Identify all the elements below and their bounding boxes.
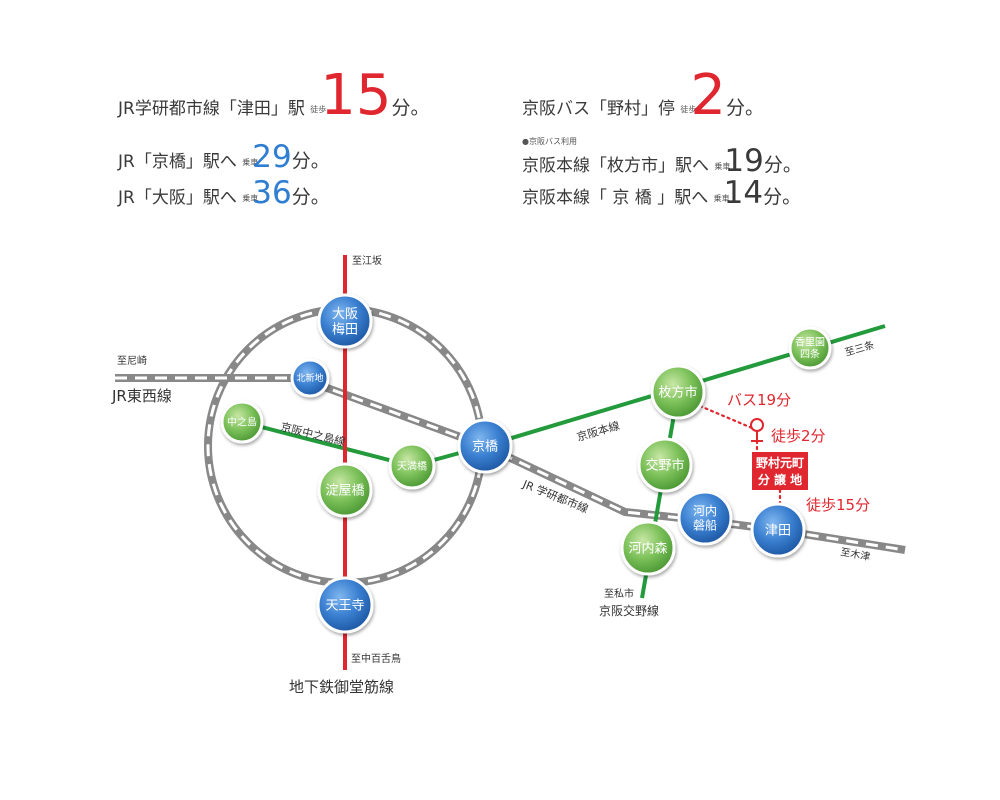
station-marker: [677, 490, 733, 546]
access-time: 15: [320, 63, 392, 128]
site-label-line2: 分 譲 地: [758, 472, 802, 487]
access-note: 乗車: [242, 193, 259, 203]
access-note: 徒歩: [680, 104, 697, 114]
line-label-keihan-nakanoshima: 京阪中之島線: [279, 419, 346, 449]
station-kawachimori: 河内森: [620, 520, 676, 576]
station-name: 大阪: [332, 307, 358, 322]
access-unit: 分。: [291, 150, 330, 172]
station-marker: [317, 293, 373, 349]
station-marker: [457, 418, 513, 474]
station-name: 天王寺: [325, 599, 364, 614]
station-name: 河内森: [628, 541, 667, 557]
station-name: 交野市: [645, 458, 684, 474]
station-nakanoshima: 中之島: [220, 400, 264, 444]
stations: 大阪梅田北新地中之島天満橋淀屋橋京橋天王寺枚方市香里園四条交野市河内磐船河内森津…: [220, 293, 832, 634]
site-label-line1: 野村元町: [756, 455, 804, 470]
station-name: 津田: [765, 524, 791, 539]
station-kitashinchi: 北新地: [290, 358, 330, 398]
station-name: 京橋: [472, 440, 498, 455]
station-hirakatashi: 枚方市: [650, 364, 706, 420]
station-katanoshi: 交野市: [637, 437, 693, 493]
access-sub-right-1: 京阪本線「枚方市」駅へ 乗車19分。: [522, 146, 802, 177]
station-name: 淀屋橋: [325, 484, 364, 499]
access-note: 乗車: [242, 157, 259, 167]
access-unit: 分。: [763, 186, 802, 208]
access-unit: 分。: [291, 186, 330, 208]
site-box: 野村元町 分 譲 地: [752, 452, 808, 490]
access-time: 36: [252, 175, 292, 211]
station-name: 香里園: [795, 337, 825, 349]
access-text: JR「京橋」駅へ: [118, 152, 237, 172]
access-time: 19: [724, 143, 764, 179]
access-unit: 分。: [763, 154, 802, 176]
station-name: 天満橋: [397, 460, 427, 473]
station-name: 磐船: [693, 519, 717, 533]
access-unit: 分。: [391, 97, 430, 119]
station-marker: [316, 576, 374, 634]
station-name: 四条: [800, 348, 820, 361]
route-bus-label: バス19分: [727, 391, 791, 409]
station-marker: [750, 502, 806, 558]
access-unit: 分。: [726, 97, 765, 119]
station-marker: [650, 364, 706, 420]
station-name: 「津田」駅: [219, 99, 305, 119]
station-name: 北新地: [296, 372, 323, 384]
access-note: 乗車: [713, 193, 730, 203]
station-marker: [637, 437, 693, 493]
station-tsuda: 津田: [750, 502, 806, 558]
access-note: 徒歩: [310, 104, 327, 114]
line-name: 京阪バス: [522, 99, 590, 119]
station-name: 河内: [693, 504, 717, 518]
access-text: 京阪本線「枚方市」駅へ: [522, 156, 709, 176]
station-marker: [220, 400, 264, 444]
station-marker: [290, 358, 330, 398]
station-marker: [788, 326, 832, 370]
station-marker: [388, 442, 436, 490]
access-note: 乗車: [714, 161, 731, 171]
station-name: 「野村」停: [590, 99, 675, 119]
access-sub-left-2: JR「大阪」駅へ 乗車36分。: [118, 178, 330, 209]
line-label-keihan-main: 京阪本線: [575, 418, 621, 444]
access-main-right: 京阪バス「野村」停 徒歩2分。: [522, 68, 764, 124]
access-text: 京阪本線「 京 橋 」駅へ: [522, 188, 709, 208]
dir-to-esaka: 至江坂: [352, 255, 382, 267]
access-time: 29: [252, 139, 292, 175]
station-marker: [317, 462, 373, 518]
dir-to-amagasaki: 至尼崎: [117, 354, 147, 367]
station-name: 枚方市: [658, 385, 697, 401]
access-time: 2: [690, 63, 727, 128]
station-yodoyabashi: 淀屋橋: [317, 462, 373, 518]
line-label-jr-tozai: JR東西線: [111, 387, 172, 405]
access-time: 14: [723, 175, 764, 211]
station-name: 梅田: [332, 322, 358, 337]
access-sub-right-2: 京阪本線「 京 橋 」駅へ 乗車14分。: [522, 178, 801, 209]
route-walk15-label: 徒歩15分: [806, 496, 870, 514]
bus-stop-icon: [750, 418, 764, 442]
access-text: JR「大阪」駅へ: [118, 188, 237, 208]
station-kyobashi: 京橋: [457, 418, 513, 474]
dir-to-nakamozu: 至中百舌鳥: [351, 652, 401, 665]
access-main-left: JR学研都市線「津田」駅 徒歩15分。: [118, 68, 430, 124]
station-tennoji: 天王寺: [316, 576, 374, 634]
dir-to-kizu: 至木津: [839, 546, 871, 563]
bus-note: ●京阪バス利用: [522, 137, 577, 146]
route-walk2-label: 徒歩2分: [771, 427, 826, 445]
station-name: 中之島: [227, 416, 257, 429]
dir-to-shimizu: 至私市: [604, 587, 634, 600]
station-temmabashi: 天満橋: [388, 442, 436, 490]
line-label-keihan-katano: 京阪交野線: [599, 603, 659, 618]
line-label-midosuji: 地下鉄御堂筋線: [289, 678, 394, 696]
dir-to-sanjo: 至三条: [843, 338, 875, 359]
access-sub-left-1: JR「京橋」駅へ 乗車29分。: [118, 142, 330, 173]
line-name: JR学研都市線: [118, 99, 220, 119]
station-marker: [620, 520, 676, 576]
